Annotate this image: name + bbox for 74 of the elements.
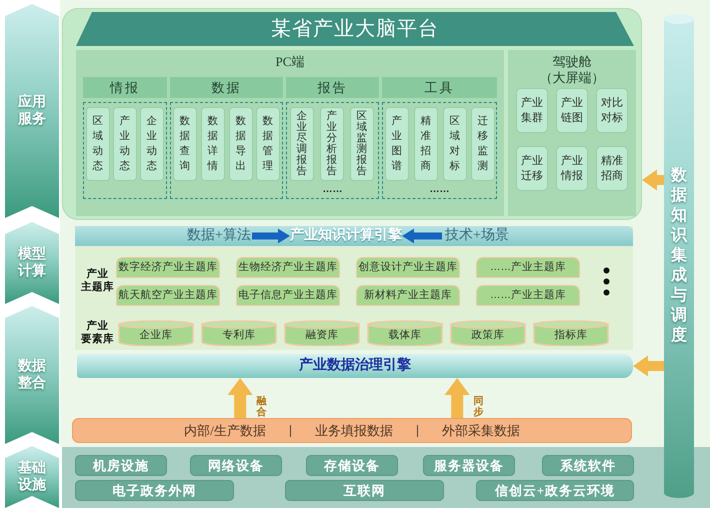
source-label: 内部/生产数据 [184, 424, 266, 437]
group-heading: 情报 [83, 77, 167, 98]
infrastructure-box: 电子政务外网 [75, 480, 234, 501]
module-card: 区域对标 [443, 107, 467, 181]
theme-library-box: ……产业主题库 [476, 285, 580, 306]
module-card: 产业动态 [113, 107, 137, 181]
database-cylinder: 载体库 [367, 320, 443, 346]
module-card: 迁移监测 [471, 107, 495, 181]
theme-library-box: 电子信息产业主题库 [236, 285, 340, 306]
ellipsis-text: …… [322, 185, 342, 195]
module-card: 数据查询 [173, 107, 197, 181]
group-heading: 数据 [170, 77, 283, 98]
module-card: 区域监测报告 [350, 107, 374, 181]
theme-library-box: 新材料产业主题库 [356, 285, 460, 306]
database-cylinder: 融资库 [284, 320, 360, 346]
panel-title: PC端 [276, 54, 304, 70]
theme-library-box: 航天航空产业主题库 [116, 285, 220, 306]
module-card: 企业动态 [140, 107, 164, 181]
arrow [642, 172, 664, 188]
database-cylinder: 指标库 [533, 320, 609, 346]
module-card: 数据详情 [201, 107, 225, 181]
infrastructure-box: 信创云+政务云环境 [476, 480, 634, 501]
layer-band: 数据整合 [5, 306, 59, 444]
infrastructure-box: 机房设施 [75, 455, 167, 476]
data-source-bar [72, 418, 632, 443]
module-card: 数据管理 [256, 107, 280, 181]
infrastructure-box: 系统软件 [542, 455, 634, 476]
database-cylinder: 专利库 [201, 320, 277, 346]
edge-label: 融合 [256, 396, 267, 418]
module-card: 精准招商 [414, 107, 438, 181]
engine-title: 产业知识计算引擎 [290, 227, 402, 245]
database-cylinder: 政策库 [450, 320, 526, 346]
layer-band: 基础设施 [5, 446, 59, 508]
title-banner: 某省产业大脑平台 [76, 12, 634, 46]
engine-bar: 产业数据治理引擎 [77, 354, 633, 378]
theme-library-box: ……产业主题库 [476, 257, 580, 278]
group-heading: 工具 [382, 77, 497, 98]
infrastructure-box: 服务器设备 [423, 455, 515, 476]
row-label: 产业要素库 [81, 320, 114, 346]
panel-title: 驾驶舱（大屏端） [540, 54, 604, 86]
layer-band: 模型计算 [5, 222, 59, 304]
module-card: 对比对标 [596, 88, 628, 133]
platform-panel [62, 8, 642, 220]
module-card: 产业迁移 [516, 146, 548, 191]
edge-label: 同步 [472, 396, 484, 418]
database-cylinder: 企业库 [118, 320, 194, 346]
module-card: 精准招商 [596, 146, 628, 191]
module-card: 产业情报 [556, 146, 588, 191]
arrow [402, 230, 442, 242]
engine-input-text: 数据+算法 [186, 227, 252, 245]
arrow [252, 230, 290, 242]
ellipsis-text: …… [430, 185, 450, 195]
infrastructure-box: 互联网 [285, 480, 444, 501]
infrastructure-box: 存储设备 [306, 455, 398, 476]
row-label: 产业主题库 [81, 268, 114, 294]
module-card: 产业分析报告 [320, 107, 344, 181]
module-card: 数据导出 [229, 107, 253, 181]
module-card: 企业尽调报告 [290, 107, 314, 181]
module-card: 产业图谱 [385, 107, 409, 181]
section-panel [508, 50, 636, 216]
theme-library-box: 生物经济产业主题库 [236, 257, 340, 278]
theme-library-box: 创意设计产业主题库 [356, 257, 460, 278]
engine-input-text: 技术+场景 [442, 227, 512, 245]
source-label: 业务填报数据 [314, 424, 393, 437]
module-card: 产业链图 [556, 88, 588, 133]
section-panel [76, 50, 504, 216]
module-card: 区域动态 [86, 107, 110, 181]
arrow [633, 358, 664, 374]
module-card: 产业集群 [516, 88, 548, 133]
theme-library-box: 数字经济产业主题库 [116, 257, 220, 278]
infrastructure-box: 网络设备 [190, 455, 282, 476]
source-label: 外部采集数据 [442, 424, 520, 437]
group-heading: 报告 [286, 77, 379, 98]
layer-band: 应用服务 [5, 4, 59, 218]
